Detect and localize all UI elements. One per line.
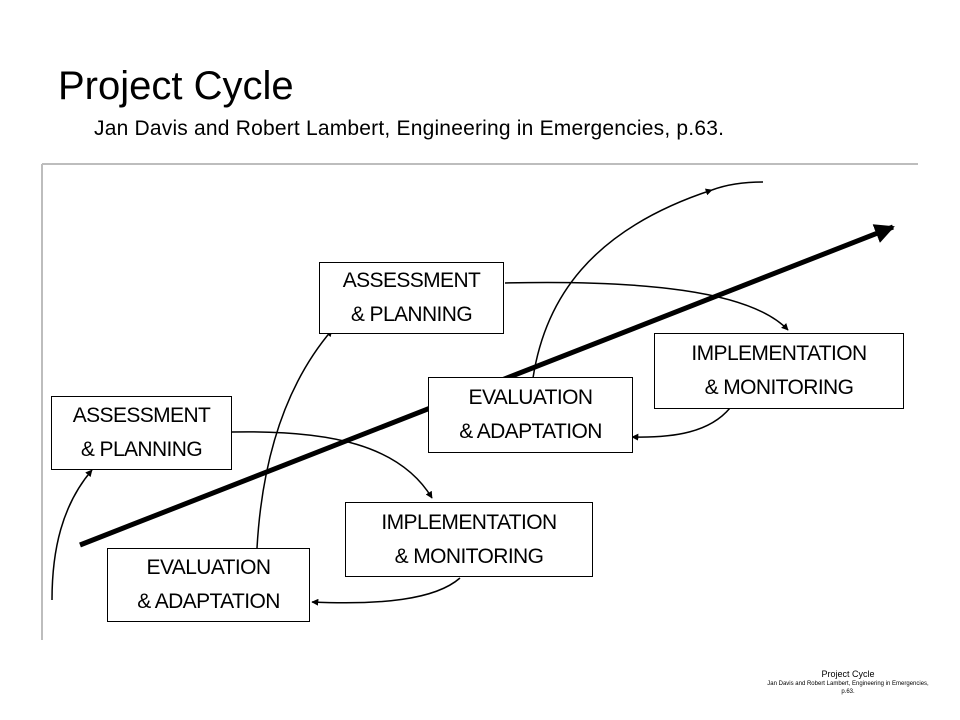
box-label-line1: EVALUATION	[146, 556, 272, 579]
box-label-line2: & PLANNING	[350, 303, 473, 326]
box-label-line1: ASSESSMENT	[72, 404, 211, 427]
arrow-evaluation-2-to-next-cycle	[532, 188, 713, 379]
box-label-line1: IMPLEMENTATION	[381, 510, 557, 534]
implementation-monitoring-box-2: IMPLEMENTATION & MONITORING	[654, 333, 904, 409]
implementation-monitoring-box-1: IMPLEMENTATION & MONITORING	[345, 502, 593, 577]
box-label-line2: & PLANNING	[80, 438, 203, 461]
box-label-line2: & ADAPTATION	[459, 420, 602, 443]
evaluation-adaptation-box-2: EVALUATION & ADAPTATION	[428, 377, 633, 453]
box-label-line1: ASSESSMENT	[342, 269, 481, 292]
page-title: Project Cycle	[58, 64, 294, 108]
arrow-evaluation-1-to-assessment-2	[256, 329, 333, 549]
box-label-line2: & MONITORING	[704, 376, 854, 399]
arrow-implementation-1-to-evaluation-1	[311, 577, 461, 606]
box-label-line2: & MONITORING	[394, 544, 544, 568]
cycle-arrow-start-to-assessment-1	[51, 469, 93, 601]
box-label-line2: & ADAPTATION	[137, 590, 280, 613]
slide-footer: Project Cycle Jan Davis and Robert Lambe…	[748, 669, 948, 696]
footer-citation-line1: Jan Davis and Robert Lambert, Engineerin…	[767, 681, 929, 687]
arrow-assessment-2-to-implementation-2	[504, 281, 789, 331]
arrow-assessment-1-to-implementation-1	[231, 431, 433, 499]
evaluation-adaptation-box-1: EVALUATION & ADAPTATION	[107, 548, 310, 622]
next-cycle-arc	[711, 181, 764, 191]
assessment-planning-box-1: ASSESSMENT & PLANNING	[51, 396, 232, 470]
footer-title: Project Cycle	[821, 669, 875, 679]
box-label-line1: EVALUATION	[468, 386, 594, 409]
assessment-planning-box-2: ASSESSMENT & PLANNING	[319, 262, 504, 334]
page-subtitle: Jan Davis and Robert Lambert, Engineerin…	[94, 117, 725, 140]
arrow-implementation-2-to-evaluation-2	[631, 407, 731, 441]
footer-citation-line2: p.63.	[841, 689, 855, 695]
box-label-line1: IMPLEMENTATION	[691, 342, 867, 365]
